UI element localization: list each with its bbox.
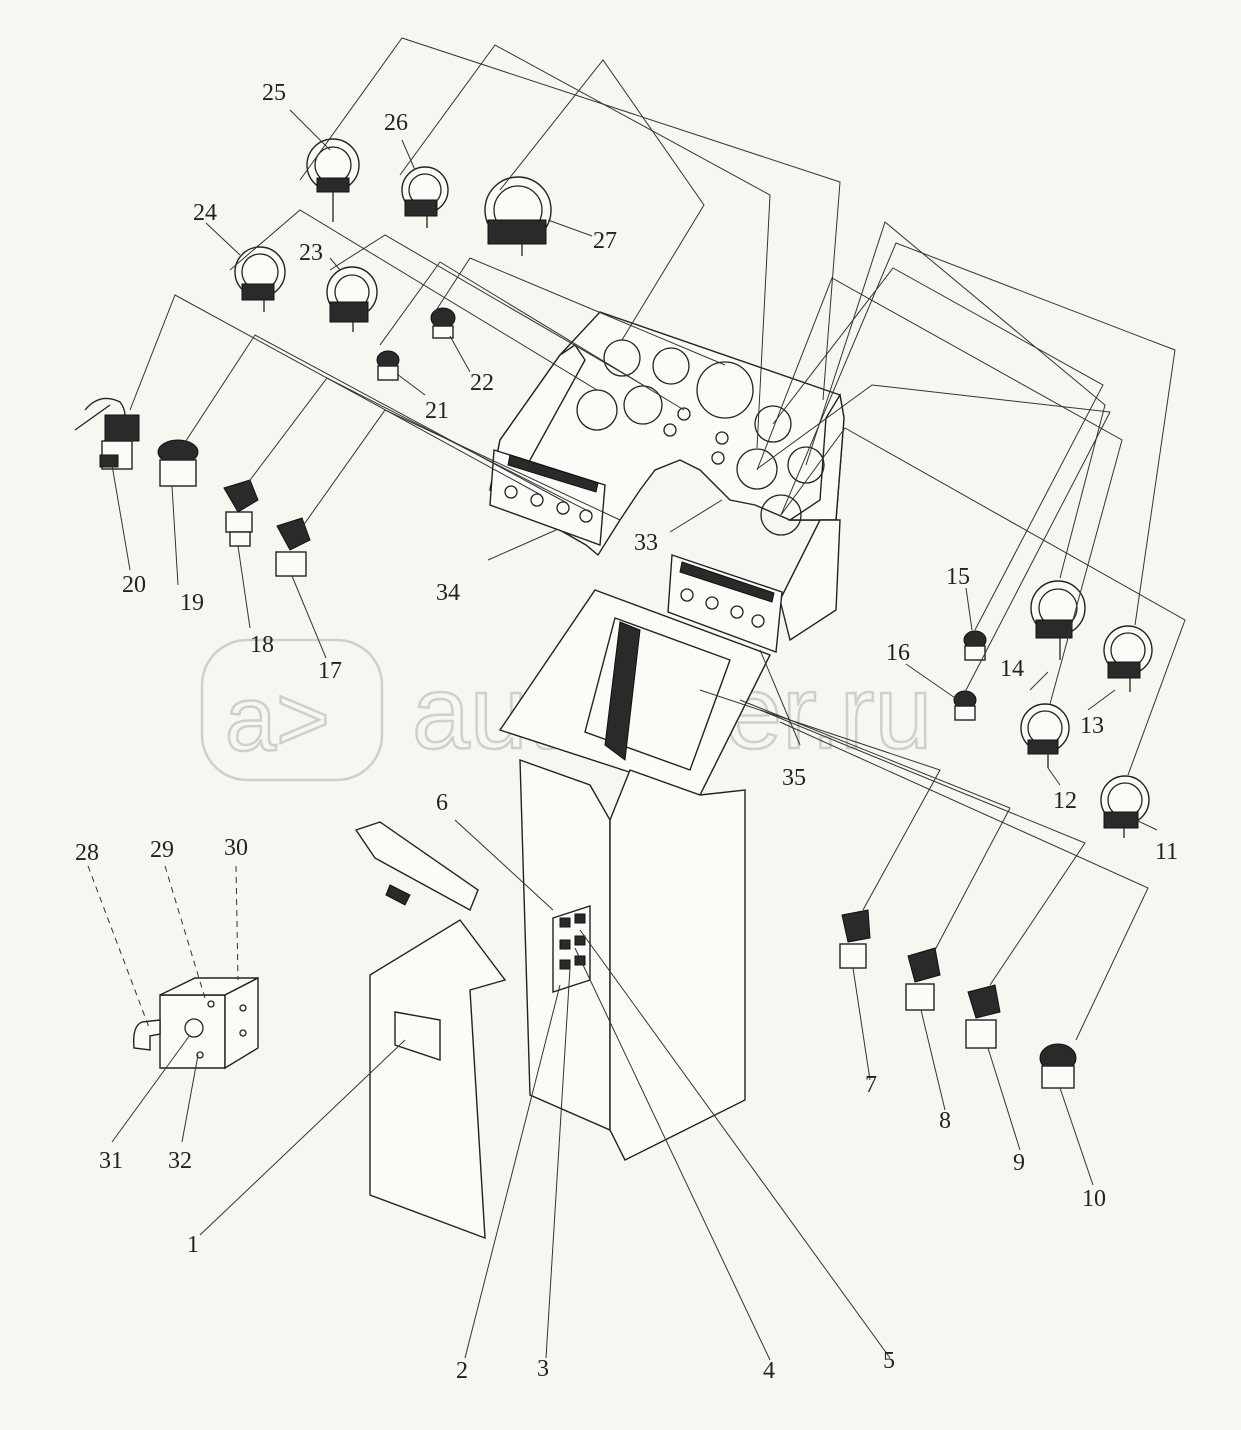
callout-14: 14 (1000, 656, 1024, 682)
callout-24: 24 (193, 200, 217, 226)
gauge-13 (1103, 625, 1153, 692)
callout-8: 8 (939, 1108, 951, 1134)
callout-7: 7 (865, 1072, 877, 1098)
callout-33: 33 (634, 530, 658, 556)
column-housing (498, 589, 771, 1161)
callout-12: 12 (1053, 788, 1077, 814)
watermark-logo-frame (200, 638, 384, 782)
callout-6: 6 (436, 790, 448, 816)
switch-19 (157, 439, 199, 487)
callout-34: 34 (436, 580, 460, 606)
switch-10 (1039, 1043, 1077, 1089)
gauge-24 (234, 246, 286, 312)
callout-16: 16 (886, 640, 910, 666)
callout-labels: 1 2 3 4 5 6 7 8 9 10 11 12 13 14 15 16 1… (75, 80, 1178, 1384)
callout-19: 19 (180, 590, 204, 616)
callout-25: 25 (262, 80, 286, 106)
callout-21: 21 (425, 398, 449, 424)
callout-29: 29 (150, 837, 174, 863)
callout-27: 27 (593, 228, 617, 254)
instrument-panel (489, 311, 845, 653)
switch-8 (905, 947, 941, 1011)
callout-5: 5 (883, 1348, 895, 1374)
callout-35: 35 (782, 765, 806, 791)
callout-28: 28 (75, 840, 99, 866)
indicator-16 (953, 690, 977, 721)
ignition-switch-20 (74, 397, 140, 470)
callout-20: 20 (122, 572, 146, 598)
gauge-23 (326, 266, 378, 332)
indicator-15 (963, 630, 987, 661)
indicator-21 (376, 350, 400, 381)
callout-22: 22 (470, 370, 494, 396)
callout-26: 26 (384, 110, 408, 136)
callout-2: 2 (456, 1358, 468, 1384)
gauge-11 (1100, 775, 1150, 838)
callout-30: 30 (224, 835, 248, 861)
switch-17 (275, 517, 311, 577)
callout-11: 11 (1155, 839, 1178, 865)
callout-9: 9 (1013, 1150, 1025, 1176)
gauge-27 (484, 176, 552, 256)
gauge-26 (401, 166, 449, 228)
gauge-25 (306, 138, 360, 222)
cover-panel (354, 821, 507, 1240)
watermark-logo-text: a> (225, 668, 330, 770)
switch-9 (965, 984, 1001, 1049)
callout-17: 17 (318, 658, 342, 684)
callout-4: 4 (763, 1358, 775, 1384)
gauges (74, 138, 1153, 1089)
leader-lines (87, 37, 1186, 1361)
callout-31: 31 (99, 1148, 123, 1174)
gauge-12 (1020, 703, 1070, 768)
callout-13: 13 (1080, 713, 1104, 739)
gauge-14 (1030, 580, 1086, 660)
callout-10: 10 (1082, 1186, 1106, 1212)
callout-3: 3 (537, 1356, 549, 1382)
callout-1: 1 (187, 1232, 199, 1258)
callout-23: 23 (299, 240, 323, 266)
callout-18: 18 (250, 632, 274, 658)
callout-15: 15 (946, 564, 970, 590)
switch-18 (223, 479, 259, 547)
indicator-22 (430, 307, 456, 339)
callout-32: 32 (168, 1148, 192, 1174)
electrical-box (132, 976, 259, 1070)
switch-7 (839, 909, 871, 969)
